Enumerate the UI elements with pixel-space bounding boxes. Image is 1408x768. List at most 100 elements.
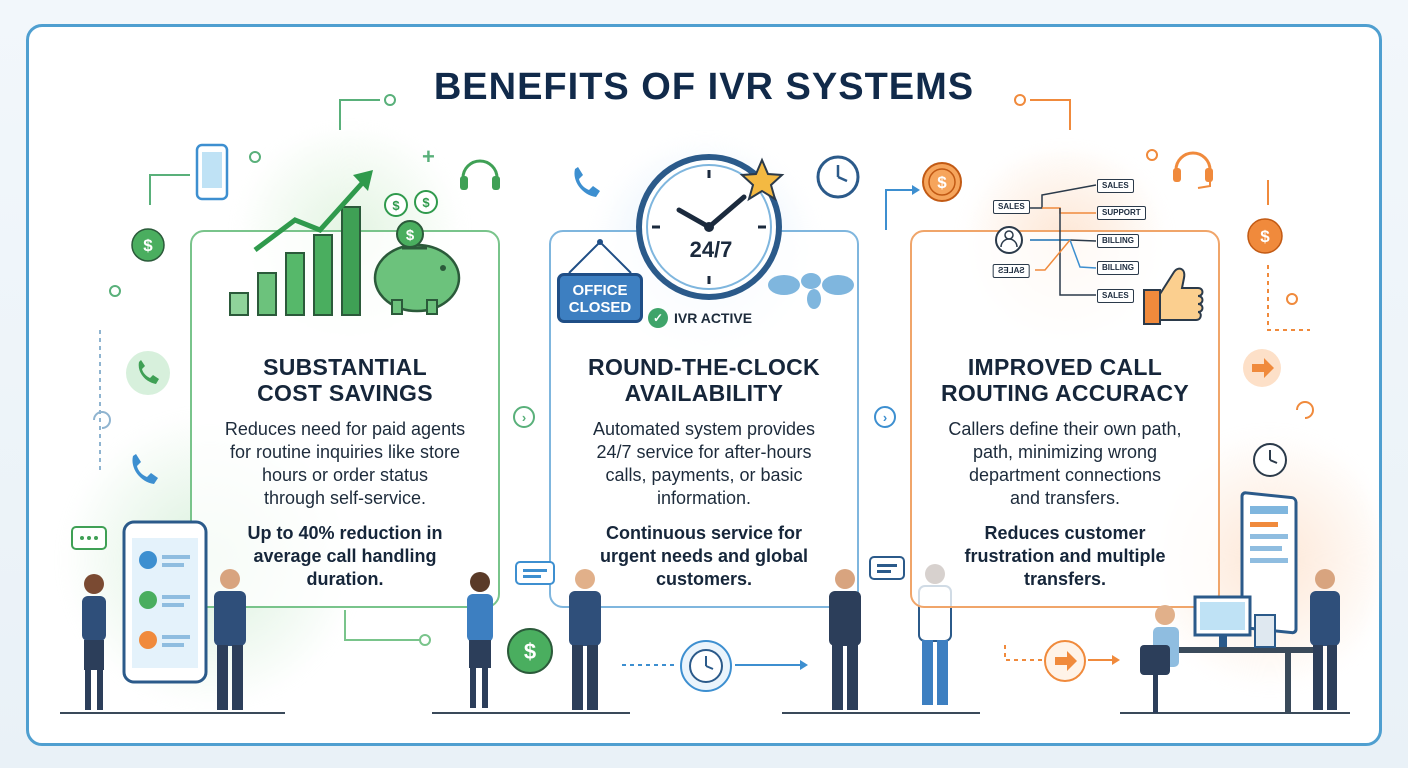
route-option-label: SUPPORT — [1097, 206, 1146, 220]
ivr-active-label: IVR ACTIVE — [674, 310, 753, 326]
highlight-line: frustration and multiple — [964, 546, 1166, 566]
description-line: department connections — [968, 465, 1162, 485]
card-heading: IMPROVED CALL ROUTING ACCURACY — [912, 354, 1218, 406]
description-line: 24/7 service for after-hours — [596, 442, 812, 462]
chat-bubble-icon — [869, 556, 905, 580]
description-line: Reduces need for paid agents — [224, 419, 466, 439]
phone-icon — [126, 351, 170, 395]
chat-bubble-icon — [515, 561, 555, 585]
smartphone-icon — [195, 143, 229, 201]
dollar-coin-icon: $ — [1247, 218, 1283, 254]
arrow-right-icon: › — [874, 406, 896, 428]
office-sign-line: OFFICE — [572, 282, 628, 299]
computer-monitor-icon — [1240, 491, 1298, 635]
card-description: Automated system provides 24/7 service f… — [551, 418, 857, 510]
description-line: Callers define their own path, — [948, 419, 1182, 439]
world-map-icon — [768, 273, 854, 309]
dollar-coin-icon: $ — [131, 228, 165, 262]
card-highlight: Reduces customer frustration and multipl… — [912, 522, 1218, 591]
growth-chart-icon — [229, 170, 373, 316]
phone-icon — [574, 167, 600, 197]
clock-icon — [636, 154, 782, 300]
mobile-app-illustration — [122, 520, 208, 684]
route-option-label: BILLING — [1097, 261, 1139, 275]
person-man-illustration — [829, 569, 861, 710]
card-availability: ROUND-THE-CLOCK AVAILABILITY Automated s… — [549, 230, 859, 608]
phone-icon — [132, 454, 158, 484]
dot-decor — [109, 285, 121, 297]
heading-line: AVAILABILITY — [624, 380, 784, 406]
refresh-icon — [1296, 401, 1314, 419]
card-highlight: Continuous service for urgent needs and … — [551, 522, 857, 591]
heading-line: IMPROVED CALL — [967, 354, 1163, 380]
highlight-line: Continuous service for — [605, 523, 803, 543]
arrow-right-icon: › — [513, 406, 535, 428]
heading-line: SUBSTANTIAL — [263, 354, 427, 380]
card-heading: ROUND-THE-CLOCK AVAILABILITY — [551, 354, 857, 406]
person-man-illustration — [214, 569, 246, 710]
desk-workstation-illustration — [1140, 595, 1315, 713]
dollar-coin-icon: $ — [507, 628, 553, 674]
svg-text:$: $ — [143, 236, 153, 255]
heading-line: COST SAVINGS — [257, 380, 433, 406]
plus-decor: + — [422, 144, 435, 169]
arrow-right-icon — [1044, 640, 1086, 682]
highlight-line: duration. — [306, 569, 384, 589]
highlight-line: Up to 40% reduction in — [247, 523, 443, 543]
route-source-label: SALES — [993, 200, 1030, 214]
star-icon — [739, 157, 785, 202]
person-woman-illustration — [467, 572, 493, 708]
routing-tree-lines — [995, 184, 1097, 296]
card-description: Callers define their own path, path, min… — [912, 418, 1218, 510]
dollar-coin-icon: $ $ $ — [384, 190, 438, 248]
heading-line: ROUTING ACCURACY — [941, 380, 1189, 406]
svg-text:$: $ — [422, 195, 430, 210]
description-line: hours or order status — [261, 465, 429, 485]
dot-decor — [1286, 293, 1298, 305]
check-icon: ✓ — [648, 308, 668, 328]
card-highlight: Up to 40% reduction in average call hand… — [192, 522, 498, 591]
office-sign-line: CLOSED — [568, 299, 632, 316]
highlight-line: urgent needs and global — [599, 546, 809, 566]
clock-icon — [680, 640, 732, 692]
person-woman-illustration — [82, 574, 106, 710]
clock-24-7-label: 24/7 — [689, 237, 733, 262]
card-heading: SUBSTANTIAL COST SAVINGS — [192, 354, 498, 406]
svg-text:$: $ — [937, 173, 947, 192]
description-line: for routine inquiries like store — [229, 442, 461, 462]
chat-bubble-icon — [71, 526, 107, 550]
clock-icon — [1253, 443, 1287, 477]
card-routing-accuracy: IMPROVED CALL ROUTING ACCURACY Callers d… — [910, 230, 1220, 608]
heading-line: ROUND-THE-CLOCK — [588, 354, 820, 380]
description-line: information. — [656, 488, 752, 508]
page-title: BENEFITS OF IVR SYSTEMS — [433, 66, 975, 108]
thumbs-up-icon — [1143, 267, 1204, 325]
svg-text:$: $ — [524, 639, 536, 664]
arrow-right-icon — [1243, 349, 1281, 387]
headset-icon — [460, 159, 500, 190]
highlight-line: average call handling — [253, 546, 437, 566]
description-line: calls, payments, or basic — [605, 465, 803, 485]
office-closed-sign: OFFICE CLOSED — [557, 273, 643, 323]
svg-text:$: $ — [406, 227, 415, 244]
dollar-coin-icon: $ — [922, 162, 962, 202]
svg-text:$: $ — [1260, 227, 1270, 246]
highlight-line: customers. — [655, 569, 753, 589]
route-option-label: BILLING — [1097, 234, 1139, 248]
route-mirrored-label: SALES — [993, 264, 1030, 278]
headset-icon — [1173, 151, 1213, 189]
person-man-illustration — [569, 569, 601, 710]
piggy-bank-icon — [373, 243, 461, 315]
description-line: path, minimizing wrong — [972, 442, 1158, 462]
hanging-sign-string — [568, 239, 632, 274]
highlight-line: transfers. — [1023, 569, 1107, 589]
description-line: and transfers. — [1009, 488, 1121, 508]
card-description: Reduces need for paid agents for routine… — [192, 418, 498, 510]
route-option-label: SALES — [1097, 179, 1134, 193]
clock-icon — [816, 155, 860, 199]
dot-decor — [249, 151, 261, 163]
refresh-icon — [93, 411, 111, 429]
description-line: Automated system provides — [592, 419, 816, 439]
highlight-line: Reduces customer — [984, 523, 1146, 543]
